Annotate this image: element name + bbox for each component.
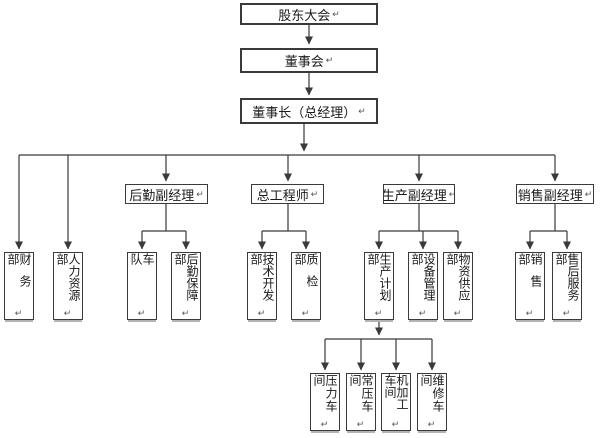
- node-chief-engineer: 总工程师↵: [251, 184, 324, 204]
- node-quality-inspection-dept: 质检部 ↵: [291, 252, 321, 320]
- paragraph-mark: ↵: [525, 309, 536, 319]
- node-label: 售后服务部: [554, 253, 580, 301]
- paragraph-mark: ↵: [310, 188, 319, 199]
- paragraph-mark: ↵: [418, 309, 429, 319]
- node-sales-deputy-manager: 销售副经理↵: [516, 184, 594, 204]
- node-production-planning-dept: 生产计划部 ↵: [364, 252, 394, 320]
- node-label: 生产副经理: [383, 187, 447, 203]
- node-label: 股东大会: [278, 7, 331, 23]
- paragraph-mark: ↵: [584, 188, 593, 199]
- node-label: 销售部: [517, 253, 543, 297]
- node-atmospheric-pressure-workshop: 常压车间 ↵: [346, 373, 376, 431]
- node-material-supply-dept: 物资供应部 ↵: [443, 252, 473, 320]
- paragraph-mark: ↵: [181, 309, 192, 319]
- paragraph-mark: ↵: [14, 309, 25, 319]
- node-label: 车队: [129, 253, 155, 285]
- node-label: 财务部: [6, 253, 32, 297]
- paragraph-mark: ↵: [137, 309, 148, 319]
- paragraph-mark: ↵: [301, 309, 312, 319]
- paragraph-mark: ↵: [427, 420, 438, 430]
- node-shareholders-meeting: 股东大会↵: [240, 3, 378, 25]
- node-fleet: 车队 ↵: [127, 252, 157, 320]
- node-label: 压力车间: [312, 374, 338, 413]
- paragraph-mark: ↵: [358, 105, 366, 116]
- node-label: 维修车间: [419, 374, 445, 413]
- node-production-deputy-manager: 生产副经理↵: [383, 184, 455, 204]
- node-machining-workshop: 机加工车间 ↵: [381, 373, 411, 431]
- paragraph-mark: ↵: [562, 309, 573, 319]
- paragraph-mark: ↵: [449, 189, 454, 200]
- node-label: 总工程师: [256, 187, 309, 203]
- paragraph-mark: ↵: [196, 188, 204, 199]
- node-logistics-deputy-manager: 后勤副经理↵: [125, 184, 208, 204]
- paragraph-mark: ↵: [391, 420, 402, 430]
- node-tech-development-dept: 技术开发部 ↵: [247, 252, 277, 320]
- node-hr-dept: 人力资源部 ↵: [53, 252, 83, 320]
- node-after-sales-service-dept: 售后服务部 ↵: [552, 252, 582, 320]
- node-label: 技术开发部: [249, 253, 275, 301]
- node-maintenance-workshop: 维修车间 ↵: [417, 373, 447, 431]
- paragraph-mark: ↵: [332, 8, 340, 19]
- node-label: 人力资源部: [55, 253, 81, 301]
- node-label: 销售副经理: [517, 187, 583, 203]
- node-logistics-support-dept: 后勤保障部 ↵: [171, 252, 201, 320]
- node-label: 机加工车间: [383, 374, 409, 410]
- node-label: 生产计划部: [366, 253, 392, 301]
- node-label: 董事会: [284, 54, 324, 69]
- node-sales-dept: 销售部 ↵: [515, 252, 545, 320]
- paragraph-mark: ↵: [356, 420, 367, 430]
- node-label: 设备管理部: [410, 253, 436, 301]
- node-chairman-general-manager: 董事长（总经理）↵: [240, 98, 378, 124]
- paragraph-mark: ↵: [325, 55, 334, 65]
- node-label: 后勤副经理: [129, 187, 195, 203]
- bus-lines: [19, 154, 567, 340]
- node-finance-dept: 财务部 ↵: [4, 252, 34, 320]
- paragraph-mark: ↵: [257, 309, 268, 319]
- node-label: 物资供应部: [445, 253, 471, 301]
- node-label: 董事长（总经理）: [252, 104, 357, 120]
- node-label: 常压车间: [348, 374, 374, 413]
- node-label: 后勤保障部: [173, 253, 199, 301]
- node-label: 质检部: [293, 253, 319, 297]
- node-board-of-directors: 董事会↵: [240, 48, 378, 73]
- paragraph-mark: ↵: [63, 309, 74, 319]
- paragraph-mark: ↵: [320, 420, 331, 430]
- paragraph-mark: ↵: [453, 309, 464, 319]
- node-pressure-workshop: 压力车间 ↵: [310, 373, 340, 431]
- paragraph-mark: ↵: [374, 309, 385, 319]
- node-equipment-management-dept: 设备管理部 ↵: [408, 252, 438, 320]
